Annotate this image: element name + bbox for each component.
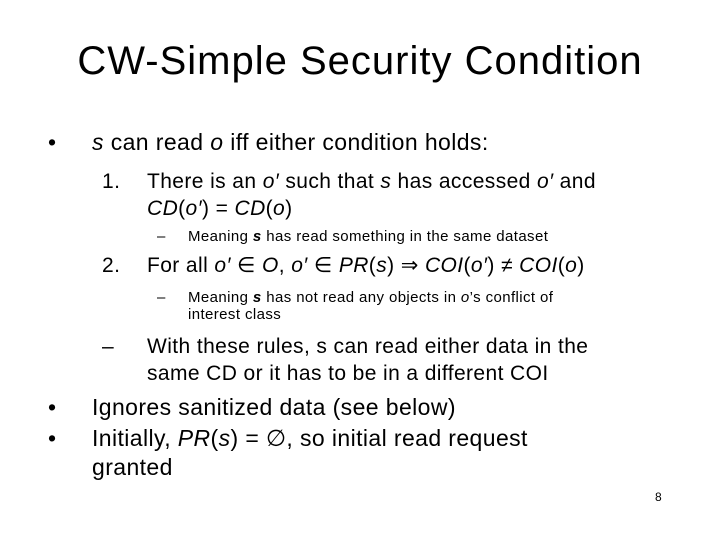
text-run: can read (103, 129, 211, 155)
bullet-item: • Initially, PR(s) = ∅, so initial read r… (0, 424, 720, 482)
bullet-marker: • (48, 129, 57, 155)
text-run: ∈ (307, 254, 339, 277)
bullet-item: • s can read o iff either condition holds… (0, 128, 720, 157)
text-run: s (252, 228, 262, 245)
text-run: s (252, 289, 262, 306)
text-run: same CD or it has to be in a different C… (147, 362, 549, 385)
bullet-item: – Meaning s has not read any objects in o… (0, 289, 720, 323)
text-run: ( (210, 425, 219, 451)
text-run: o′ (262, 170, 280, 193)
text-run: CD (147, 197, 179, 220)
text-run: has read something in the same dataset (261, 228, 549, 245)
text-run: s (376, 254, 388, 277)
text-run: ( (557, 254, 566, 277)
bullet-item: • Ignores sanitized data (see below) (0, 393, 720, 422)
text-run: has not read any objects in (261, 289, 461, 306)
text-run: ( (265, 197, 274, 220)
bullet-item: 1. There is an o′ such that s has accesse… (0, 168, 720, 222)
bullet-marker: – (157, 228, 166, 245)
page-number: 8 (655, 490, 662, 504)
text-run: and (553, 170, 596, 193)
text-run: s (92, 129, 104, 155)
text-run: o (565, 254, 578, 277)
text-run: Ignores sanitized data (see below) (92, 394, 456, 420)
text-run: ) (577, 254, 585, 277)
bullet-text: Meaning s has not read any objects in o’… (188, 289, 553, 323)
bullet-item: – Meaning s has read something in the sam… (0, 228, 720, 245)
bullet-text: s can read o iff either condition holds: (92, 128, 489, 157)
text-run: granted (92, 454, 173, 480)
text-run: Meaning (188, 228, 253, 245)
text-run: Initially, (92, 425, 178, 451)
bullet-text: Initially, PR(s) = ∅, so initial read re… (92, 424, 528, 482)
bullet-text: Meaning s has read something in the same… (188, 228, 548, 245)
text-run: ) ⇒ (387, 254, 425, 277)
text-run: o′ (291, 254, 308, 277)
text-run: interest class (188, 306, 282, 323)
text-run: ( (178, 197, 186, 220)
text-run: ) (285, 197, 293, 220)
text-run: o′ (185, 197, 202, 220)
bullet-marker: – (157, 289, 166, 306)
text-run: ’s conflict of (469, 289, 554, 306)
text-run: o′ (470, 254, 488, 277)
text-run: ) = (201, 197, 235, 220)
text-run: s (218, 425, 231, 451)
text-run: such that (279, 170, 381, 193)
bullet-marker: • (48, 425, 57, 451)
bullet-item: – With these rules, s can read either dat… (0, 333, 720, 387)
text-run: With these rules, s can read either data… (147, 335, 589, 358)
text-run: o (210, 129, 224, 155)
text-run: ( (368, 254, 377, 277)
text-run: ) ≠ (487, 254, 520, 277)
bullet-marker: • (48, 394, 57, 420)
bullet-item: 2.For all o′ ∈ O, o′ ∈ PR(s) ⇒ COI(o′) ≠… (0, 252, 720, 279)
text-run: For all (147, 254, 215, 277)
text-run: o′ (214, 254, 231, 277)
text-run: O (261, 254, 279, 277)
text-run: iff either condition holds: (223, 129, 489, 155)
text-run: There is an (147, 170, 263, 193)
text-run: o (460, 289, 470, 306)
text-run: Meaning (188, 289, 253, 306)
text-run: ∈ (230, 254, 262, 277)
text-run: PR (338, 254, 369, 277)
text-run: o′ (537, 170, 554, 193)
bullet-text: There is an o′ such that s has accessed … (147, 168, 596, 222)
bullet-marker: 2. (102, 254, 121, 277)
slide-title: CW-Simple Security Condition (77, 39, 643, 83)
bullet-text: With these rules, s can read either data… (147, 333, 588, 387)
text-run: COI (424, 254, 464, 277)
text-run: ) = ∅, so initial read request (230, 425, 528, 451)
text-run: , (278, 254, 292, 277)
bullet-marker: – (102, 335, 115, 358)
bullet-marker: 1. (102, 170, 121, 193)
bullet-list: • s can read o iff either condition holds… (0, 128, 720, 482)
bullet-text: For all o′ ∈ O, o′ ∈ PR(s) ⇒ COI(o′) ≠ C… (147, 252, 585, 279)
text-run: ( (463, 254, 471, 277)
text-run: PR (177, 425, 211, 451)
text-run: has accessed (391, 170, 537, 193)
text-run: COI (519, 254, 558, 277)
text-run: s (380, 170, 392, 193)
text-run: o (273, 197, 286, 220)
text-run: CD (234, 197, 266, 220)
bullet-text: Ignores sanitized data (see below) (92, 393, 456, 422)
